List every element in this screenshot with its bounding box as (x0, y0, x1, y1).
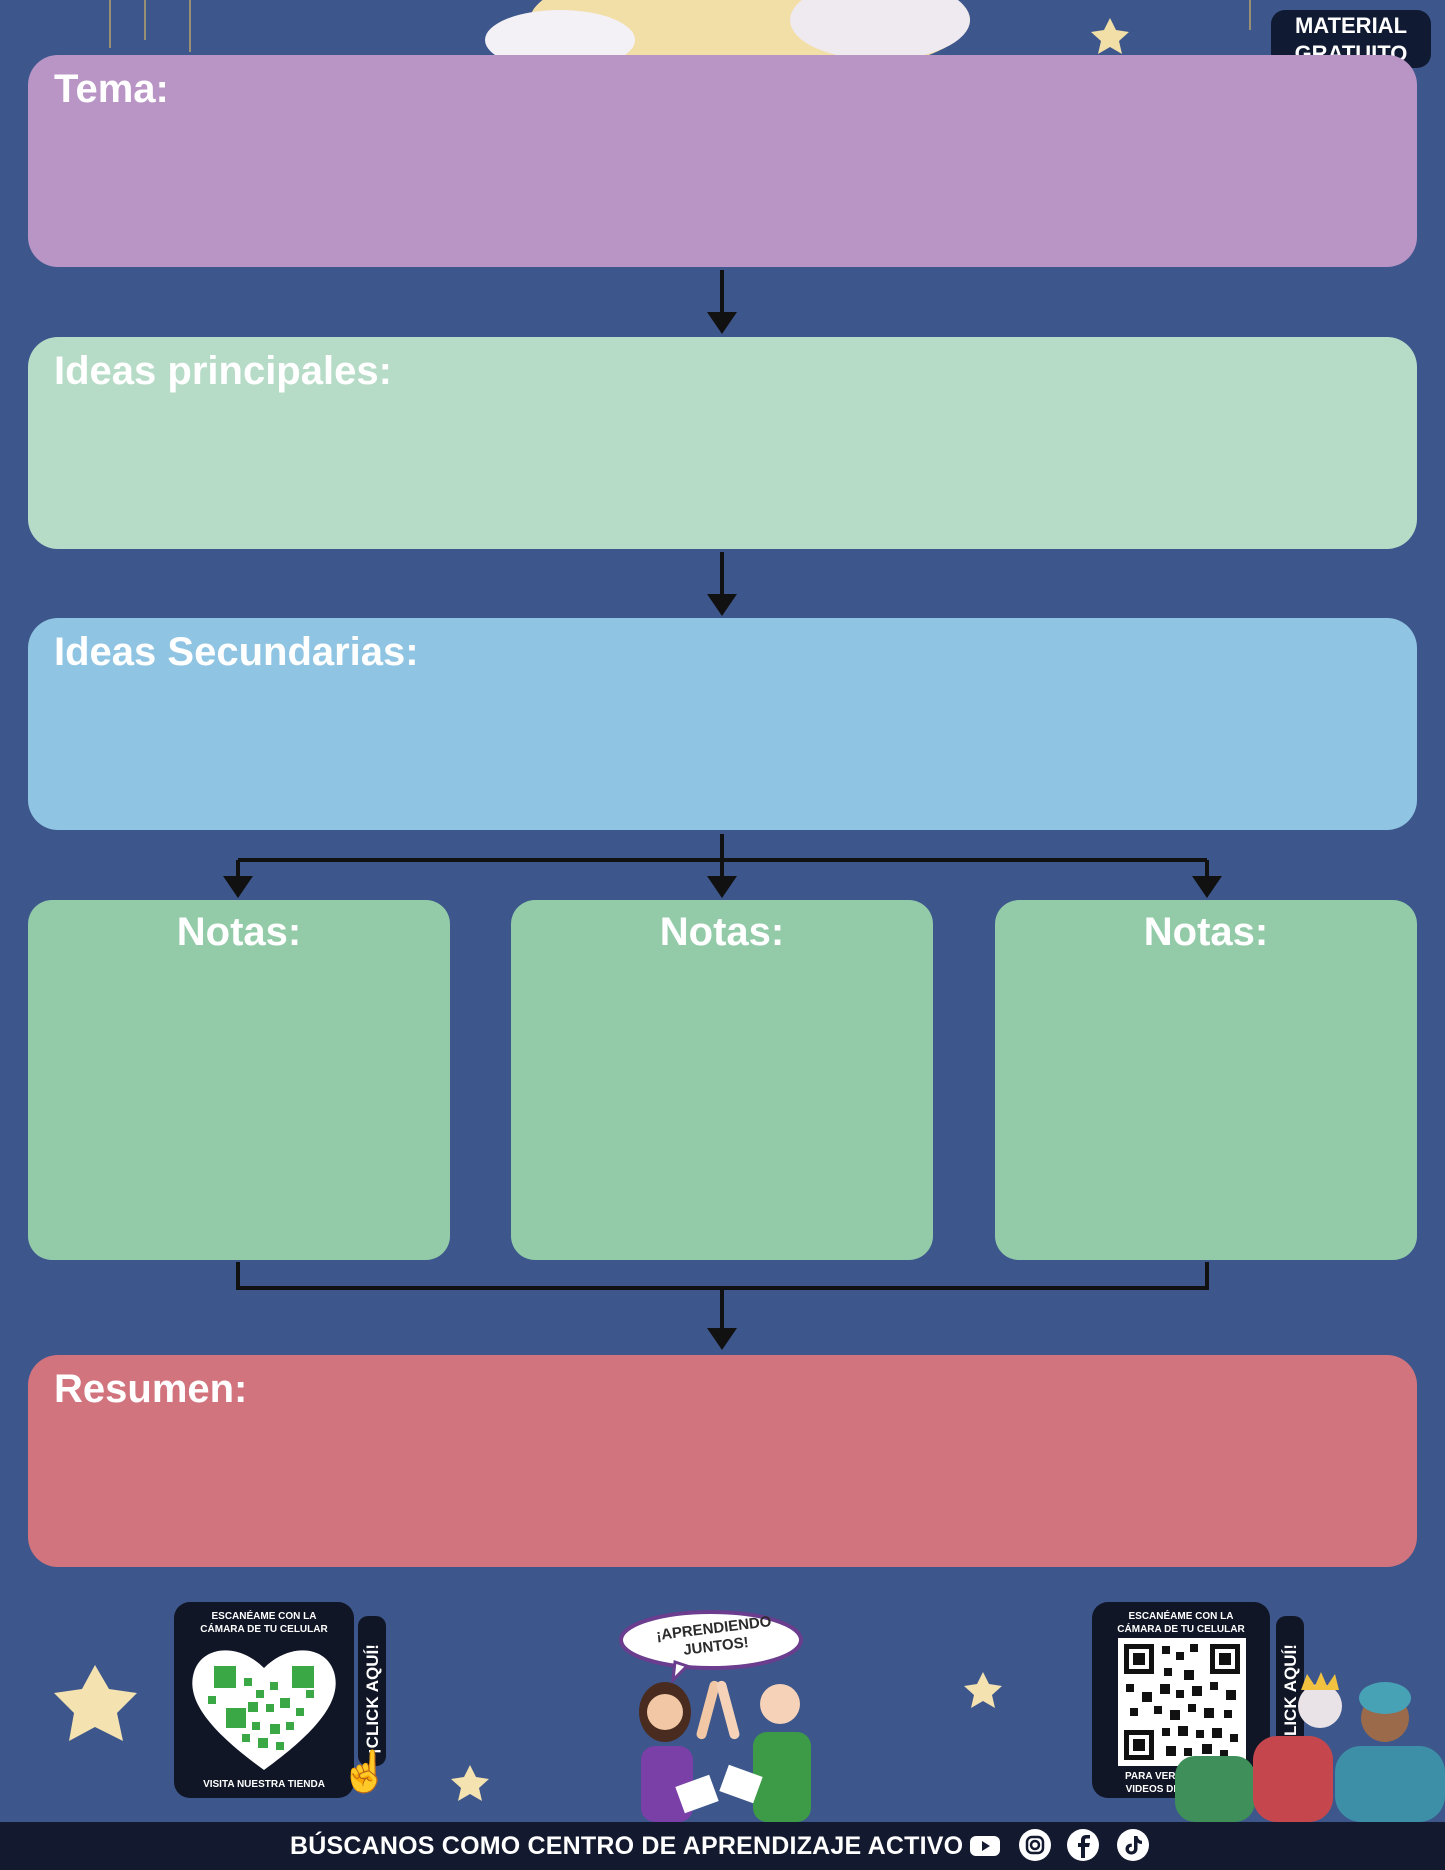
ideas-secundarias-title: Ideas Secundarias: (54, 630, 419, 674)
arrow-down-icon (707, 312, 737, 334)
star-icon (54, 1665, 137, 1741)
notas-box-3[interactable]: Notas: (995, 900, 1417, 1260)
arrow-down-icon (707, 594, 737, 616)
ideas-principales-title: Ideas principales: (54, 349, 392, 393)
ideas-secundarias-box[interactable]: Ideas Secundarias: (28, 618, 1417, 830)
arrow-down-icon (707, 876, 737, 898)
notas-box-1[interactable]: Notas: (28, 900, 450, 1260)
notas-box-2[interactable]: Notas: (511, 900, 933, 1260)
flow-connectors (223, 270, 1222, 1350)
youtube-icon[interactable] (968, 1830, 1002, 1862)
qr-store-caption-top: ESCANÉAME CON LA CÁMARA DE TU CELULAR (200, 1611, 328, 1635)
cloud-right (790, 0, 970, 60)
resumen-box[interactable]: Resumen: (28, 1355, 1417, 1567)
qr-code[interactable] (1118, 1638, 1246, 1766)
badge-line-1: MATERIAL (1294, 13, 1408, 38)
three-kings-illustration (1175, 1672, 1445, 1822)
star-icon (451, 1765, 489, 1801)
facebook-icon[interactable] (1066, 1828, 1100, 1862)
characters-illustration (619, 1610, 811, 1822)
arrow-down-icon (707, 1328, 737, 1350)
star-icon (1091, 18, 1129, 54)
arrow-down-icon (1192, 876, 1222, 898)
notas-title-2: Notas: (659, 910, 785, 954)
speech-bubble (619, 1610, 803, 1670)
ideas-principales-box[interactable]: Ideas principales: (28, 337, 1417, 549)
qr-videos-caption-top: ESCANÉAME CON LA CÁMARA DE TU CELULAR (1117, 1611, 1245, 1635)
click-aqui-tab-left[interactable]: ¡CLICK AQUÍ! (358, 1616, 386, 1766)
star-icon (964, 1672, 1002, 1708)
cloud-left (485, 10, 635, 60)
top-decoration (109, 0, 1251, 60)
qr-heart-code[interactable] (186, 1638, 342, 1774)
pointer-hand-icon: ☝ (340, 1750, 390, 1794)
resumen-title: Resumen: (54, 1367, 248, 1411)
notas-title-1: Notas: (176, 910, 302, 954)
bottom-stars (54, 1665, 1002, 1801)
qr-store-caption-bottom: VISITA NUESTRA TIENDA (203, 1779, 325, 1790)
instagram-icon[interactable] (1018, 1828, 1052, 1862)
qr-card-store[interactable]: ESCANÉAME CON LA CÁMARA DE TU CELULAR VI… (174, 1602, 354, 1798)
tema-box[interactable]: Tema: (28, 55, 1417, 267)
arrow-down-icon (223, 876, 253, 898)
notas-title-3: Notas: (1143, 910, 1269, 954)
tiktok-icon[interactable] (1116, 1828, 1150, 1862)
tema-title: Tema: (54, 67, 169, 111)
footer-bar: BÚSCANOS COMO CENTRO DE APRENDIZAJE ACTI… (0, 1822, 1445, 1870)
footer-text: BÚSCANOS COMO CENTRO DE APRENDIZAJE ACTI… (290, 1832, 964, 1860)
click-aqui-label-left: ¡CLICK AQUÍ! (363, 1644, 382, 1754)
